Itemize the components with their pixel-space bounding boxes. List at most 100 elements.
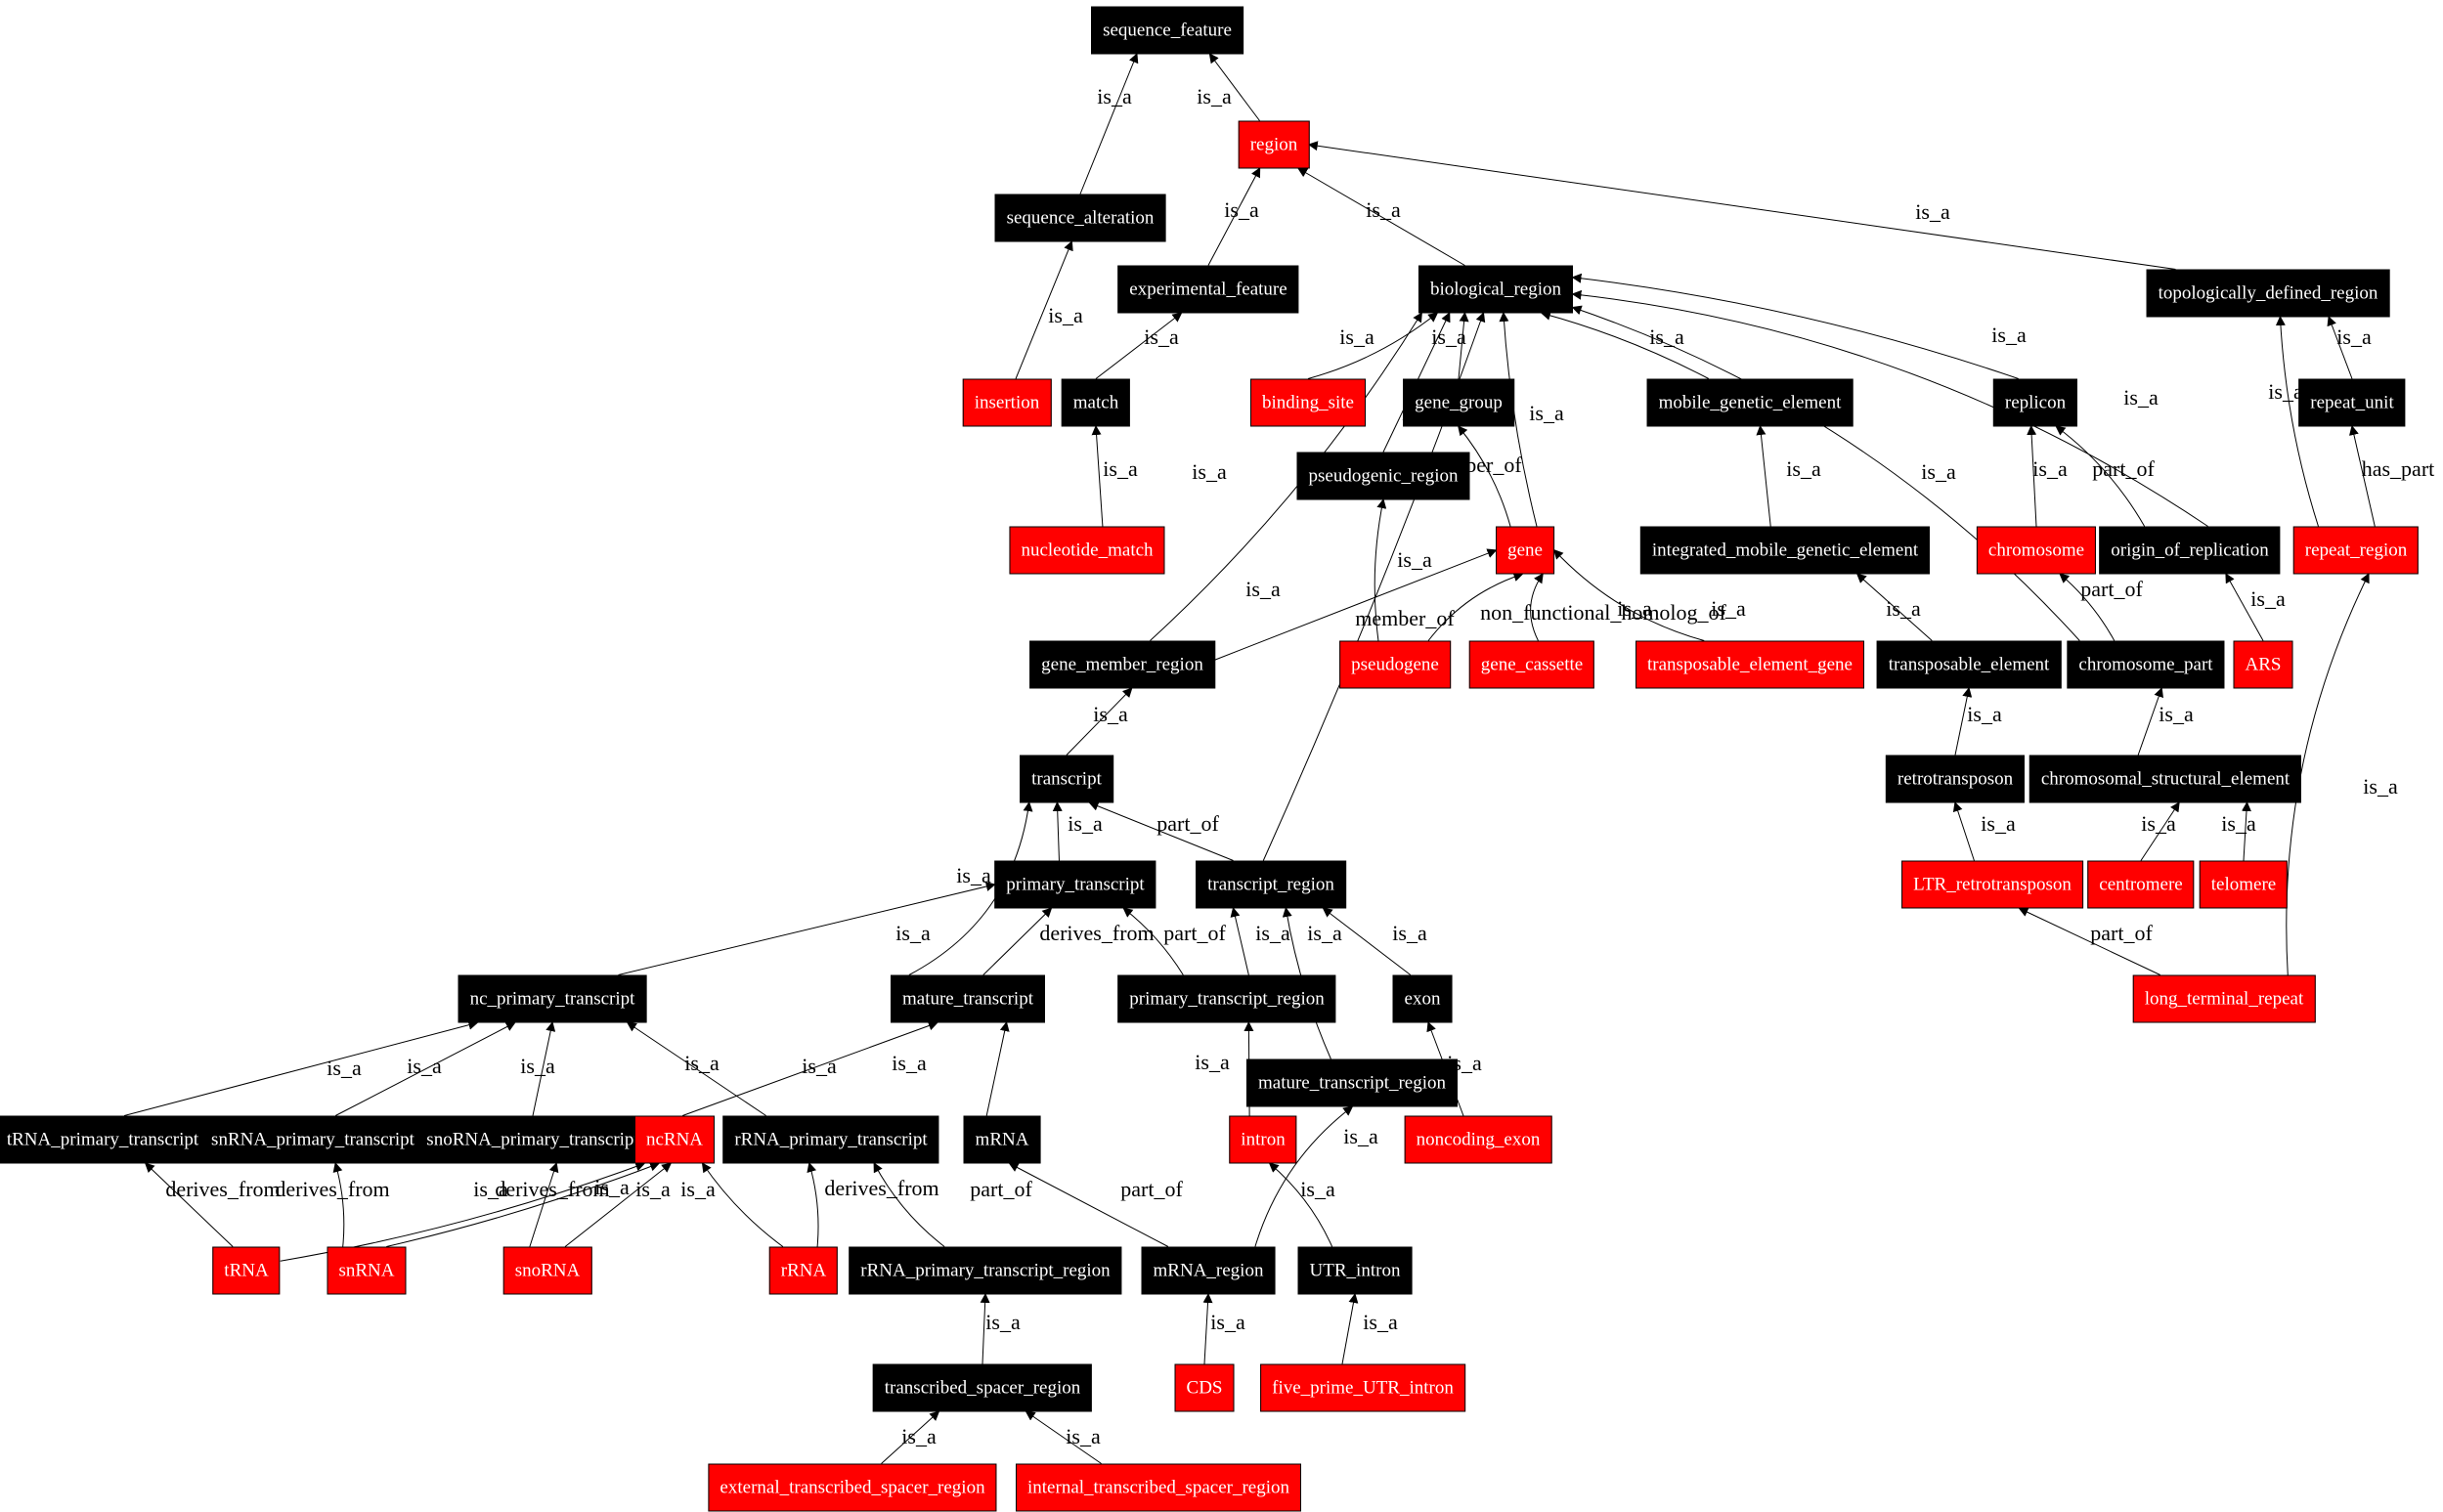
node-origin_of_replication[interactable]: origin_of_replication [2099,526,2281,575]
edge-label-transposable_element-integrated_mobile_genetic_element: is_a [1886,596,1921,621]
edge-long_terminal_repeat-LTR_retrotransposon [2018,907,2160,975]
edge-rRNA_primary_transcript-nc_primary_transcript [626,1021,766,1116]
edge-label-mRNA_region-mature_transcript_region: is_a [1343,1124,1378,1148]
node-snoRNA_primary_transcript[interactable]: snoRNA_primary_transcript [414,1115,651,1164]
edge-label-nucleotide_match-match: is_a [1103,456,1138,481]
node-mature_transcript_region[interactable]: mature_transcript_region [1245,1058,1459,1107]
node-transcript_region[interactable]: transcript_region [1196,860,1346,909]
edge-label-insertion-sequence_alteration: is_a [1048,303,1083,327]
edge-primary_transcript_region-primary_transcript [1122,907,1184,975]
node-snoRNA[interactable]: snoRNA [502,1246,592,1295]
edge-label-mature_transcript-primary_transcript: derives_from [1039,921,1154,945]
node-CDS[interactable]: CDS [1174,1363,1235,1412]
edge-label-external_transcribed_spacer_region-transcribed_spacer_region: is_a [901,1424,937,1448]
edge-label-gene_cassette-gene: is_a [1617,596,1652,621]
node-external_transcribed_spacer_region[interactable]: external_transcribed_spacer_region [708,1463,997,1512]
edge-label-snoRNA-ncRNA: is_a [473,1177,508,1201]
edge-binding_site-biological_region [1307,312,1439,379]
node-LTR_retrotransposon[interactable]: LTR_retrotransposon [1901,860,2083,909]
edge-long_terminal_repeat-repeat_region [2286,573,2370,975]
node-gene[interactable]: gene [1496,526,1554,575]
edge-transcript-gene_member_region [1066,687,1133,756]
node-transcript[interactable]: transcript [1020,755,1113,803]
node-gene_member_region[interactable]: gene_member_region [1029,640,1215,689]
node-chromosomal_structural_element[interactable]: chromosomal_structural_element [2029,755,2302,803]
edge-origin_of_replication-replicon [2055,425,2146,527]
node-tRNA[interactable]: tRNA [212,1246,281,1295]
node-rRNA_primary_transcript[interactable]: rRNA_primary_transcript [722,1115,939,1164]
edge-exon-transcript_region [1322,907,1412,975]
node-long_terminal_repeat[interactable]: long_terminal_repeat [2132,974,2316,1023]
node-primary_transcript_region[interactable]: primary_transcript_region [1117,974,1336,1023]
node-match[interactable]: match [1061,378,1131,427]
edge-snoRNA-ncRNA [564,1162,673,1247]
node-telomere[interactable]: telomere [2199,860,2289,909]
node-gene_group[interactable]: gene_group [1403,378,1514,427]
node-insertion[interactable]: insertion [962,378,1052,427]
node-noncoding_exon[interactable]: noncoding_exon [1404,1115,1552,1164]
node-transposable_element_gene[interactable]: transposable_element_gene [1636,640,1864,689]
edge-repeat_region-repeat_unit [2349,425,2376,527]
edge-centromere-chromosomal_structural_element [2140,801,2180,861]
node-integrated_mobile_genetic_element[interactable]: integrated_mobile_genetic_element [1639,526,1931,575]
node-pseudogenic_region[interactable]: pseudogenic_region [1296,452,1470,500]
node-transcribed_spacer_region[interactable]: transcribed_spacer_region [872,1363,1093,1412]
edge-label-tRNA-ncRNA: is_a [594,1175,630,1199]
node-nucleotide_match[interactable]: nucleotide_match [1009,526,1165,575]
node-nc_primary_transcript[interactable]: nc_primary_transcript [458,974,647,1023]
edge-label-snRNA-ncRNA: is_a [635,1177,671,1201]
node-rRNA_primary_transcript_region[interactable]: rRNA_primary_transcript_region [849,1246,1122,1295]
node-chromosome_part[interactable]: chromosome_part [2067,640,2225,689]
node-gene_cassette[interactable]: gene_cassette [1468,640,1595,689]
edge-label-snoRNA-snoRNA_primary_transcript: derives_from [495,1177,609,1201]
edge-label-snRNA_primary_transcript-nc_primary_transcript: is_a [407,1054,442,1078]
edge-label-ARS-origin_of_replication: is_a [2250,586,2286,611]
edge-biological_region-region [1297,167,1465,266]
node-transposable_element[interactable]: transposable_element [1876,640,2062,689]
edge-label-chromosomal_structural_element-chromosome_part: is_a [2159,702,2194,726]
node-repeat_unit[interactable]: repeat_unit [2298,378,2406,427]
edge-label-origin_of_replication-biological_region: is_a [2123,385,2159,410]
node-exon[interactable]: exon [1392,974,1453,1023]
node-chromosome[interactable]: chromosome [1976,526,2097,575]
edge-chromosome-replicon [2027,425,2037,527]
node-ARS[interactable]: ARS [2233,640,2293,689]
node-rRNA[interactable]: rRNA [768,1246,839,1295]
node-retrotransposon[interactable]: retrotransposon [1885,755,2026,803]
node-mRNA[interactable]: mRNA [963,1115,1041,1164]
node-mature_transcript[interactable]: mature_transcript [890,974,1046,1023]
node-topologically_defined_region[interactable]: topologically_defined_region [2146,269,2390,318]
node-ncRNA[interactable]: ncRNA [633,1115,716,1164]
edge-snoRNA-snoRNA_primary_transcript [529,1162,559,1247]
node-sequence_alteration[interactable]: sequence_alteration [994,194,1166,242]
edge-label-mRNA_region-mRNA: part_of [1120,1177,1183,1201]
edge-ncRNA-mature_transcript [682,1020,938,1116]
node-intron[interactable]: intron [1229,1115,1297,1164]
node-pseudogene[interactable]: pseudogene [1339,640,1451,689]
edge-label-rRNA_primary_transcript_region-rRNA_primary_transcript: part_of [970,1177,1032,1201]
edge-label-experimental_feature-region: is_a [1224,197,1259,222]
node-centromere[interactable]: centromere [2087,860,2195,909]
node-internal_transcribed_spacer_region[interactable]: internal_transcribed_spacer_region [1016,1463,1301,1512]
node-sequence_feature[interactable]: sequence_feature [1091,6,1243,55]
node-region[interactable]: region [1238,120,1310,169]
node-snRNA[interactable]: snRNA [327,1246,407,1295]
node-primary_transcript[interactable]: primary_transcript [994,860,1156,909]
node-UTR_intron[interactable]: UTR_intron [1297,1246,1413,1295]
node-binding_site[interactable]: binding_site [1250,378,1366,427]
node-experimental_feature[interactable]: experimental_feature [1117,265,1299,314]
node-biological_region[interactable]: biological_region [1418,265,1574,314]
edge-label-origin_of_replication-replicon: part_of [2092,456,2155,481]
node-tRNA_primary_transcript[interactable]: tRNA_primary_transcript [0,1115,211,1164]
node-five_prime_UTR_intron[interactable]: five_prime_UTR_intron [1260,1363,1465,1412]
edge-label-LTR_retrotransposon-retrotransposon: is_a [1981,811,2016,836]
node-repeat_region[interactable]: repeat_region [2292,526,2420,575]
node-snRNA_primary_transcript[interactable]: snRNA_primary_transcript [199,1115,426,1164]
node-replicon[interactable]: replicon [1992,378,2078,427]
edge-tRNA-tRNA_primary_transcript [144,1162,234,1247]
node-mobile_genetic_element[interactable]: mobile_genetic_element [1646,378,1854,427]
node-mRNA_region[interactable]: mRNA_region [1141,1246,1276,1295]
edge-label-intron-primary_transcript_region: is_a [1195,1050,1230,1074]
edge-integrated_mobile_genetic_element-mobile_genetic_element [1756,425,1771,527]
